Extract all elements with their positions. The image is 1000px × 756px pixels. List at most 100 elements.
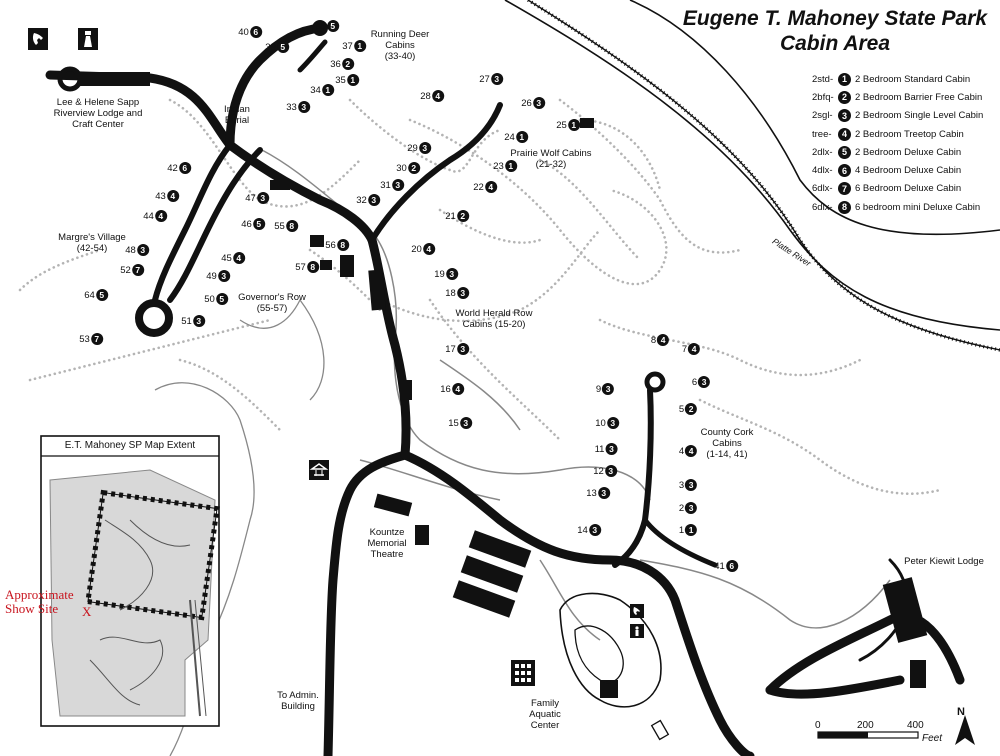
cabin-number: 31 — [380, 179, 391, 191]
cabin-number: 53 — [79, 333, 90, 345]
cabin-number: 50 — [204, 293, 215, 305]
cabin-number: 42 — [167, 162, 178, 174]
cabin-number: 37 — [342, 40, 353, 52]
building-grid-icon — [511, 660, 535, 691]
cabin-number: 30 — [396, 162, 407, 174]
legend-badge: 7 — [838, 182, 851, 196]
cabin-type-badge: 3 — [698, 376, 711, 388]
legend-label: 2 Bedroom Single Level Cabin — [855, 110, 984, 122]
cabin-type-badge: 3 — [367, 194, 380, 206]
cabin-number: 39 — [265, 41, 276, 53]
north-arrow — [955, 715, 975, 745]
river-bank-line — [629, 0, 1000, 236]
telephone-icon — [28, 28, 48, 55]
scale-bar — [817, 731, 919, 739]
cabin-number: 28 — [420, 90, 431, 102]
cabin-number: 44 — [143, 210, 154, 222]
cabin-type-badge: 1 — [353, 40, 366, 52]
cabin-type-badge: 1 — [685, 524, 698, 536]
legend-label: 6 Bedroom Deluxe Cabin — [855, 183, 962, 195]
cabin-type-badge: 1 — [321, 84, 334, 96]
legend-badge: 3 — [838, 109, 851, 123]
cabin-number: 21 — [445, 210, 456, 222]
cabin-type-badge: 3 — [459, 417, 472, 429]
margres-village-label: Margre's Village(42-54) — [58, 232, 126, 254]
cabin-type-badge: 5 — [252, 218, 265, 230]
cabin-type-badge: 3 — [297, 101, 310, 113]
legend-badge: 2 — [838, 90, 851, 104]
cabin-type-badge: 8 — [285, 220, 298, 232]
cabin-number: 38 — [315, 20, 326, 32]
prairie-wolf-label: Prairie Wolf Cabins(21-32) — [510, 148, 592, 170]
cabin-number: 10 — [595, 417, 606, 429]
cabin-type-badge: 2 — [456, 210, 469, 222]
cabin-number: 5 — [678, 403, 685, 415]
cabin-number: 27 — [479, 73, 490, 85]
